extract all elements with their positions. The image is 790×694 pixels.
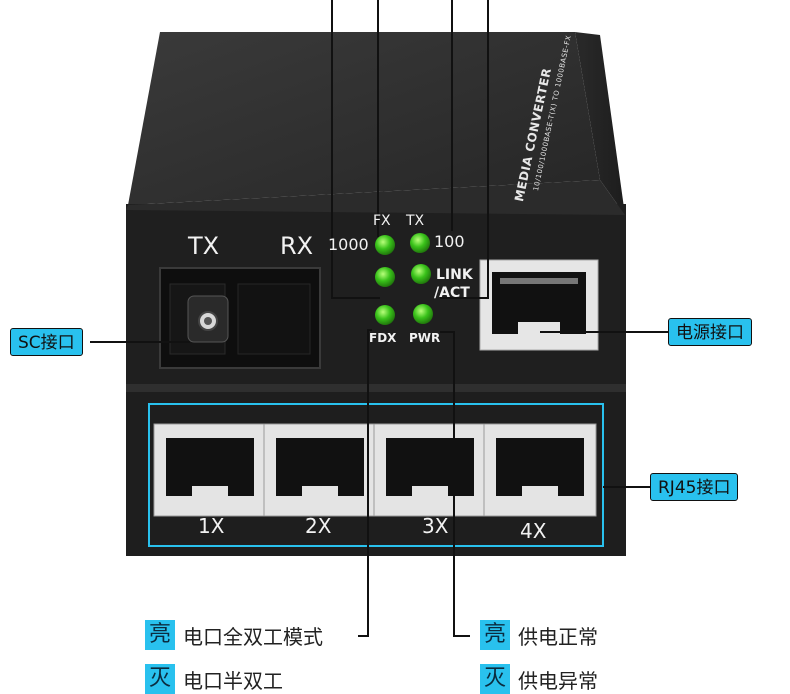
rj45-port-group — [153, 423, 597, 517]
rx-label: RX — [280, 232, 314, 260]
legend-right-off: 灭 供电异常 — [480, 664, 598, 694]
converter-top-face — [128, 32, 600, 205]
led-label-100: 100 — [434, 232, 465, 251]
device-illustration — [90, 0, 668, 637]
led-label-tx: TX — [406, 213, 425, 229]
legend-tag: 灭 — [480, 664, 510, 694]
leader-lines — [90, 0, 668, 637]
legend-tag: 灭 — [145, 664, 175, 694]
legend-text: 电口全双工模式 — [183, 624, 323, 649]
rj45-highlight-frame — [148, 403, 604, 547]
port-label-1: 1X — [198, 514, 225, 538]
led-label-1000: 1000 — [328, 235, 369, 254]
tx-label: TX — [188, 232, 220, 260]
led-label-pwr: PWR — [409, 331, 441, 345]
callout-rj45: RJ45接口 — [650, 473, 739, 501]
led-fdx — [375, 305, 395, 325]
led-label-act: /ACT — [434, 285, 470, 301]
legend-right-on: 亮 供电正常 — [480, 620, 598, 650]
led-link-act — [411, 264, 431, 284]
led-label-fx: FX — [373, 213, 391, 229]
port-label-3: 3X — [422, 514, 449, 538]
port-label-2: 2X — [305, 514, 332, 538]
port-label-4: 4X — [520, 519, 547, 543]
converter-side-face — [575, 32, 625, 215]
led-label-link: LINK — [436, 267, 473, 283]
callout-power: 电源接口 — [668, 318, 752, 346]
legend-tag: 亮 — [480, 620, 510, 650]
legend-tag: 亮 — [145, 620, 175, 650]
legend-text: 供电异常 — [518, 668, 598, 693]
legend-text: 供电正常 — [518, 624, 598, 649]
legend-left-off: 灭 电口半双工 — [145, 664, 283, 694]
led-label-fdx: FDX — [369, 331, 397, 345]
led-pwr — [413, 304, 433, 324]
callout-sc: SC接口 — [10, 328, 83, 356]
legend-left-on: 亮 电口全双工模式 — [145, 620, 323, 650]
led-link-fx — [375, 267, 395, 287]
legend-text: 电口半双工 — [183, 668, 283, 693]
led-tx-100 — [410, 233, 430, 253]
led-fx-1000 — [375, 235, 395, 255]
